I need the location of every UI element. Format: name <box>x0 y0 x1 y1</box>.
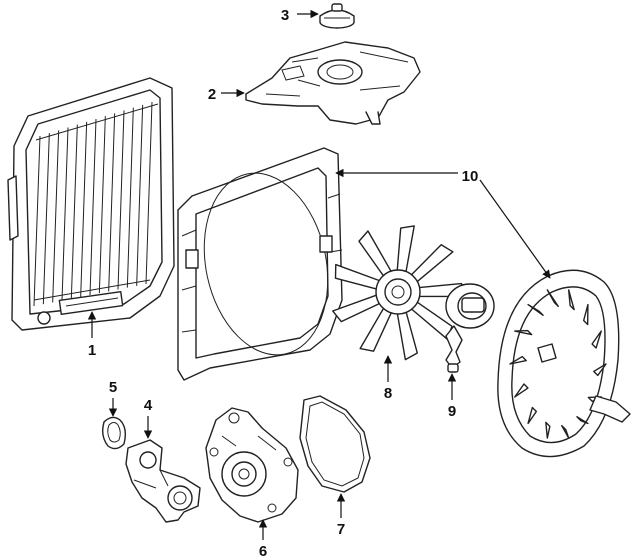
ring-tab <box>527 303 544 316</box>
radiator-fin <box>70 124 78 299</box>
fan-blade <box>396 309 419 361</box>
pump-gasket <box>299 395 371 493</box>
callout-6: 6 <box>259 543 267 558</box>
fan-shroud <box>177 147 343 381</box>
callout-7: 7 <box>337 521 345 538</box>
radiator-fin <box>136 104 144 286</box>
ring-tab <box>527 406 538 425</box>
radiator-cap <box>319 3 355 29</box>
coolant-reservoir <box>245 41 421 125</box>
ring-tab <box>546 289 559 308</box>
fan-blade <box>359 306 393 352</box>
ring-tab <box>561 424 570 439</box>
fan-blade <box>409 244 454 284</box>
radiator-fin <box>89 118 97 296</box>
ring-tab <box>582 303 589 326</box>
cooling-fan <box>332 225 467 361</box>
callout-9: 9 <box>448 403 456 420</box>
radiator-fin <box>52 130 60 303</box>
callout-4: 4 <box>144 397 153 414</box>
fan-blade <box>396 225 415 275</box>
ring-tab <box>545 421 551 439</box>
water-pump <box>205 407 299 523</box>
fan-blade <box>358 230 393 278</box>
radiator-fin <box>80 121 88 297</box>
fan-ring <box>497 269 631 458</box>
callout-2: 2 <box>208 86 216 103</box>
fan-blade <box>334 263 382 291</box>
radiator-fin <box>108 113 116 292</box>
ring-tab <box>593 363 607 377</box>
ring-tab <box>514 383 529 398</box>
ring-tab <box>567 289 575 311</box>
ring-tab <box>514 329 533 336</box>
leader-lines <box>87 9 551 540</box>
radiator <box>7 77 175 331</box>
radiator-fin <box>117 110 125 290</box>
ring-tab <box>591 330 602 349</box>
callout-8: 8 <box>384 385 392 402</box>
thermostat-housing <box>125 439 201 523</box>
radiator-fin <box>42 133 50 305</box>
radiator-fin <box>33 135 41 307</box>
small-gasket <box>101 416 127 450</box>
radiator-fin <box>98 116 106 294</box>
ring-tab <box>576 416 589 425</box>
radiator-fin <box>61 127 69 301</box>
callout-5: 5 <box>109 379 117 396</box>
fan-clutch <box>445 283 495 373</box>
callout-3: 3 <box>281 7 289 24</box>
radiator-fin <box>126 107 134 288</box>
ring-tab <box>509 355 527 365</box>
radiator-fin <box>145 101 153 285</box>
callout-1: 1 <box>88 342 96 359</box>
callout-10: 10 <box>462 168 479 185</box>
